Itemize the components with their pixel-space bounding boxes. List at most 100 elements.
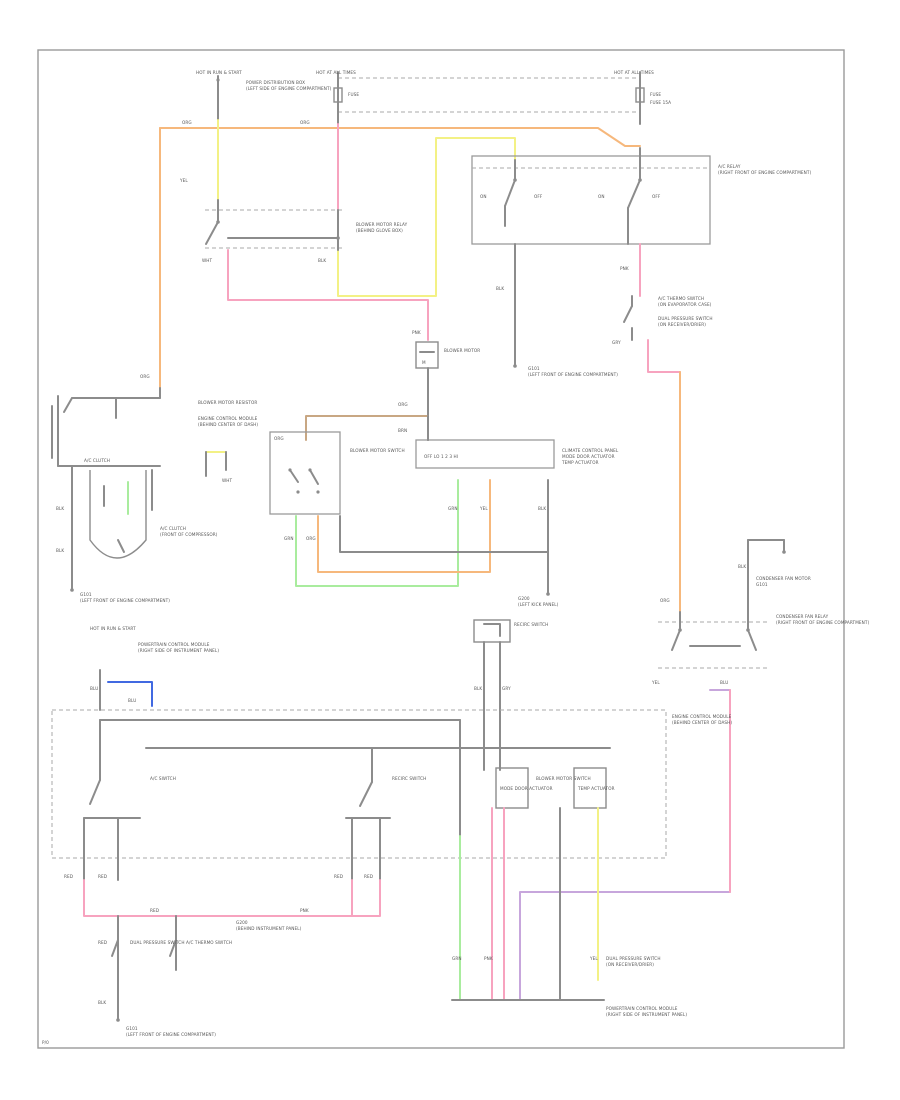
label-wire-red-b2: RED xyxy=(98,874,107,879)
ac-clutch xyxy=(71,465,153,591)
label-wire-pnk-1: PNK xyxy=(412,330,421,335)
label-wire-blk-sw2: BLK xyxy=(538,506,546,511)
label-ground-bl-note: (LEFT FRONT OF ENGINE COMPARTMENT) xyxy=(126,1032,216,1037)
label-wire-pnk-b6: PNK xyxy=(300,908,309,913)
label-wire-blu: BLU xyxy=(90,686,98,691)
label-clutch: A/C CLUTCH xyxy=(160,526,186,531)
label-wire-yel-b9: YEL xyxy=(589,956,598,961)
label-hot-run-start: HOT IN RUN & START xyxy=(196,70,242,75)
label-control-panel: CLIMATE CONTROL PANEL xyxy=(562,448,619,453)
label-blower-relay: BLOWER MOTOR RELAY xyxy=(356,222,408,227)
label-ecm-main: ENGINE CONTROL MODULE xyxy=(672,714,732,719)
label-fan-relay: CONDENSER FAN RELAY xyxy=(776,614,829,619)
label-wire-org-bm: ORG xyxy=(398,402,408,407)
label-thermo-extra-2: (ON RECEIVER/DRIER) xyxy=(658,322,706,327)
label-wire-blk-clutch-2: BLK xyxy=(56,548,64,553)
label-pcm-bottom-2: (RIGHT SIDE OF INSTRUMENT PANEL) xyxy=(606,1012,687,1017)
label-wire-org-sw: ORG xyxy=(306,536,316,541)
label-wire-pnk-thermo: PNK xyxy=(620,266,629,271)
label-bs-2: DUAL PRESSURE SWITCH xyxy=(130,940,185,945)
label-fuse-right: FUSE xyxy=(650,92,661,97)
label-ac-relay: A/C RELAY xyxy=(718,164,741,169)
label-bottom-right-2: (ON RECEIVER/DRIER) xyxy=(606,962,654,967)
label-blower-motor: BLOWER MOTOR xyxy=(444,348,480,353)
label-blower-relay-2: (BEHIND GLOVE BOX) xyxy=(356,228,403,233)
label-ground-bottom: G200 xyxy=(236,920,248,925)
fuse-bus-top xyxy=(216,71,645,125)
wire-purple-fan xyxy=(519,689,731,1001)
footer-id: P/0 xyxy=(42,1040,49,1045)
label-ground-clutch-note: (LEFT FRONT OF ENGINE COMPARTMENT) xyxy=(80,598,170,603)
label-ecm-recirc: RECIRC SWITCH xyxy=(392,776,426,781)
ac-relay xyxy=(471,147,711,245)
label-resistor: BLOWER MOTOR RESISTOR xyxy=(198,400,257,405)
bottom-wires xyxy=(83,807,605,1021)
blower-relay xyxy=(205,199,345,251)
label-bottom-right: DUAL PRESSURE SWITCH xyxy=(606,956,661,961)
label-blower-switch: BLOWER MOTOR SWITCH xyxy=(350,448,405,453)
label-thermo-switch-2: (ON EVAPORATOR CASE) xyxy=(658,302,712,307)
label-wire-pnk-b8: PNK xyxy=(484,956,493,961)
label-mode-door: MODE DOOR ACTUATOR xyxy=(562,454,615,459)
label-wire-org-left: ORG xyxy=(140,374,150,379)
label-wire-red-b4: RED xyxy=(364,874,373,879)
label-wire-wht-relay: WHT xyxy=(202,258,212,263)
label-thermo-switch: A/C THERMO SWITCH xyxy=(658,296,704,301)
label-ground-relay: G101 xyxy=(528,366,540,371)
label-resistor-wire: WHT xyxy=(222,478,232,483)
label-hot-all-times-right: HOT AT ALL TIMES xyxy=(614,70,654,75)
label-wire-blk-rg: BLK xyxy=(496,286,504,291)
wire-orange-top xyxy=(159,127,641,371)
fan-relay xyxy=(658,539,786,669)
label-wire-red-b3: RED xyxy=(334,874,343,879)
label-clutch-name: A/C CLUTCH xyxy=(84,458,110,463)
label-fan-relay-2: (RIGHT FRONT OF ENGINE COMPARTMENT) xyxy=(776,620,870,625)
label-pcm-note-2: (RIGHT SIDE OF INSTRUMENT PANEL) xyxy=(138,648,219,653)
label-wire-org-right: ORG xyxy=(660,598,670,603)
label-fuse-box-2: (LEFT SIDE OF ENGINE COMPARTMENT) xyxy=(246,86,332,91)
label-relay-on-1: ON xyxy=(480,194,487,199)
wire-tan xyxy=(305,415,429,441)
label-relay-on-2: ON xyxy=(598,194,605,199)
label-blower-motor-m: M xyxy=(422,360,426,365)
label-fan-motor: CONDENSER FAN MOTOR xyxy=(756,576,811,581)
control-panel-upper xyxy=(415,415,555,469)
label-ground-switch-note: (LEFT KICK PANEL) xyxy=(518,602,559,607)
label-ecm-main-2: (BEHIND CENTER OF DASH) xyxy=(672,720,732,725)
label-resistor-2: ENGINE CONTROL MODULE xyxy=(198,416,258,421)
label-wire-blu-2: BLU xyxy=(128,698,136,703)
label-ground-switch: G200 xyxy=(518,596,530,601)
label-clutch-2: (FRONT OF COMPRESSOR) xyxy=(160,532,218,537)
wire-pink-thermo-down xyxy=(647,339,681,373)
label-relay-off-1: OFF xyxy=(534,194,543,199)
label-blower-switch-tag: ORG xyxy=(274,436,284,441)
label-fuse-15a: FUSE 15A xyxy=(650,100,671,105)
label-hot-all-times: HOT AT ALL TIMES xyxy=(316,70,356,75)
resistor-note xyxy=(205,451,227,477)
label-wire-yel: YEL xyxy=(179,178,188,183)
label-ground-bottom-note: (BEHIND INSTRUMENT PANEL) xyxy=(236,926,302,931)
label-pcm-note: POWERTRAIN CONTROL MODULE xyxy=(138,642,210,647)
label-ground-clutch: G101 xyxy=(80,592,92,597)
recirc-box xyxy=(473,619,511,643)
label-wire-gry-rec: GRY xyxy=(502,686,511,691)
label-wire-blu-fan: BLU xyxy=(720,680,728,685)
label-wire-yel-fan: YEL xyxy=(651,680,660,685)
label-bs-1: RED xyxy=(98,940,107,945)
label-wire-gry-thermo: GRY xyxy=(612,340,621,345)
label-wire-blk-relay: BLK xyxy=(318,258,326,263)
label-resistor-3: (BEHIND CENTER OF DASH) xyxy=(198,422,258,427)
wire-blue xyxy=(107,681,153,707)
label-ground-relay-note: (LEFT FRONT OF ENGINE COMPARTMENT) xyxy=(528,372,618,377)
label-wire-brn-bm: BRN xyxy=(398,428,407,433)
wire-orange-switch xyxy=(317,479,491,573)
label-wire-org-2: ORG xyxy=(300,120,310,125)
blower-motor xyxy=(415,341,439,369)
label-temp-act: TEMP ACTUATOR xyxy=(561,460,599,465)
label-pcm-bottom: POWERTRAIN CONTROL MODULE xyxy=(606,1006,678,1011)
wire-green-switch xyxy=(295,479,459,587)
wire-yellow-loop-2 xyxy=(337,137,516,297)
dual-pressure-switch xyxy=(51,387,161,467)
label-ecm-blower: BLOWER MOTOR SWITCH xyxy=(536,776,591,781)
